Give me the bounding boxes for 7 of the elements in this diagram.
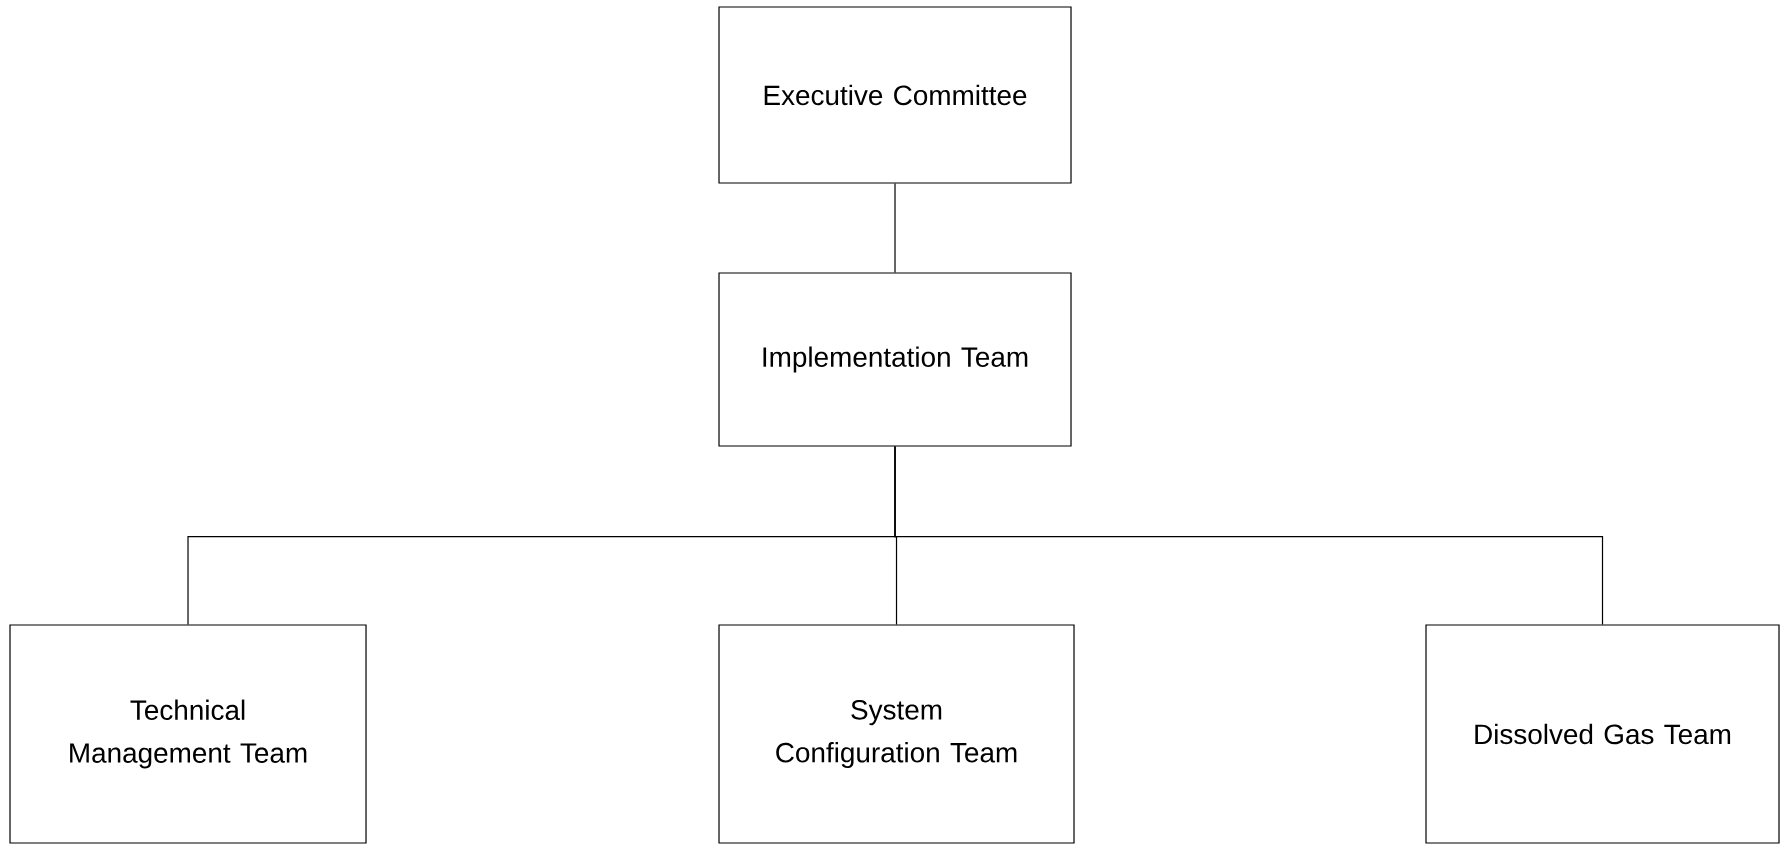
connector-line: [894, 183, 896, 273]
team-box: Technical Management Team: [9, 624, 367, 844]
team-box: System Configuration Team: [718, 624, 1075, 844]
team-box: Dissolved Gas Team: [1425, 624, 1780, 844]
team-box: Implementation Team: [718, 272, 1072, 447]
connector-line: [894, 446, 1604, 625]
team-box: Executive Committee: [718, 6, 1072, 184]
